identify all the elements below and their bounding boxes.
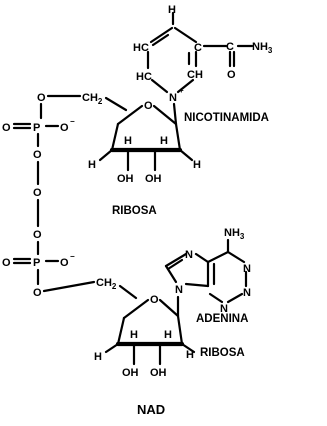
bond-rib2-h-b [180,342,196,354]
bond-ad5-b-double [166,258,184,271]
bottom-linkage: O CH2 [33,277,138,300]
charge-plus-pyridinium: + [179,86,184,95]
atom-o-link-2: O [33,287,42,299]
bottom-ribose: O H H H H OH OH [94,294,196,379]
atom-n-ad-4: N [220,303,228,315]
bond-ch2-ring-bottom [118,284,138,300]
atom-hc-upper: HC [133,42,149,54]
atom-o-double-1: O [2,122,11,134]
bond-ring-top-left-double [151,33,170,47]
bond-ad6-f [206,250,230,264]
atom-c-ring: C [194,42,202,54]
bond-ring-top-right [173,26,198,44]
charge-minus-2: − [70,252,75,261]
atom-n-ad-3: N [243,287,251,299]
bond-ad5-a [194,252,210,264]
atom-o-amide: O [227,69,236,81]
atom-o-phosphate-2: O [33,229,42,241]
atom-o-link-1: O [37,92,46,104]
label-ribose-top: RIBOSA [112,205,157,217]
atom-h-r2-a: H [94,351,102,363]
atom-n-ad-glyc: N [175,284,183,296]
charge-minus-1: − [70,117,75,126]
atom-n-ad-1: N [185,249,193,261]
label-ribose-bottom: RIBOSA [200,347,245,359]
bond-rib1-o-right [152,104,178,126]
atom-ch: CH [187,69,203,81]
bond-ad5-d [184,282,210,288]
atom-p-2: P [33,257,40,269]
atom-o-minus-1: O [60,122,69,134]
atom-h-top: H [168,4,176,16]
bond-ring-bottom-left [150,78,169,94]
atom-h-r2-b: H [130,329,138,341]
bond-ch2-ring-top [104,96,128,112]
bond-rib1-o-left [116,104,144,126]
label-nicotinamide: NICOTINAMIDA [184,112,269,124]
atom-h-r1-b: H [124,135,132,147]
atom-p-1: P [33,122,40,134]
atom-nh-amide: NH3 [252,41,273,55]
bond-ring-top-left [149,26,174,44]
atom-oh-r2-b: OH [150,367,167,379]
bond-ad5-c [164,264,178,284]
bond-ad6-c [226,292,244,304]
bond-rib1-h-b [178,148,194,162]
atom-ch2-bottom: CH2 [96,277,117,291]
atom-n-ad-2: N [243,263,251,275]
atom-oh-r1-b: OH [145,173,162,185]
atom-c-amide: C [226,41,234,53]
top-linkage: O CH2 [37,92,128,112]
top-ribose: O H H H H OH OH [88,100,201,185]
atom-o-minus-2: O [60,257,69,269]
bond-ad5-b [164,252,188,268]
atom-oh-r2-a: OH [122,367,139,379]
bond-rib2-o-right [158,298,180,318]
bond-rib1-n [172,102,178,126]
atom-h-r2-c: H [164,329,172,341]
label-adenine: ADENINA [196,313,248,325]
bond-rib1-h-a [98,148,114,162]
bond-ring-bottom-right [176,78,195,94]
atom-hc-lower: HC [136,71,152,83]
adenine-ring: NH3 N N N N N [164,227,251,315]
atom-nh-adenine: NH3 [224,227,245,241]
bond-ad6-d [208,292,224,304]
atom-o-phosphate-1: O [33,149,42,161]
atom-h-r2-d: H [186,349,194,361]
atom-o-ring-top: O [144,100,153,112]
atom-o-bridge: O [33,187,42,199]
atom-ch2-top: CH2 [82,92,103,106]
bond-rib2-o-left [122,298,150,320]
atom-h-r1-d: H [193,159,201,171]
bond-rib2-left [116,316,126,346]
atom-h-r1-c: H [160,135,168,147]
bond-rib2-right [176,314,184,346]
caption-nad: NAD [137,402,165,417]
atom-n-pyridinium: N [169,92,177,104]
bond-rib2-h-a [104,342,120,354]
nicotinamide-ring: H HC C C NH3 O HC CH N + [133,4,273,104]
atom-o-double-2: O [2,257,11,269]
bond-rib1-left [110,122,120,152]
phosphate-chain: O P O − O O O O P O − [2,102,75,286]
bond-o-ch2-bottom [42,280,96,293]
bond-rib1-right [174,122,182,152]
atom-oh-r1-a: OH [117,173,134,185]
bond-ad6-a [226,250,246,264]
atom-o-ring-bottom: O [150,294,159,306]
atom-h-r1-a: H [88,159,96,171]
